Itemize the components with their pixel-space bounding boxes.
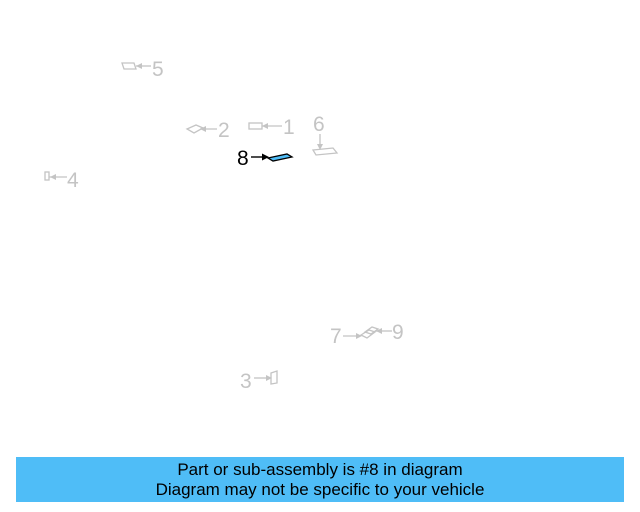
callout-2: 2 [218,119,230,142]
part-4-shape [44,171,50,181]
part-5-arrowhead [136,63,142,69]
banner-line-part: Part or sub-assembly is #8 in diagram [177,459,463,479]
part-3-arrowhead [266,375,272,381]
part-3-group[interactable]: 3 [240,370,278,393]
part-7-group[interactable]: 7 [330,325,362,348]
part-6-arrowhead [317,144,323,150]
part-4-group[interactable]: 4 [44,169,79,192]
part-9-arrowhead [376,328,382,334]
part-2-arrowhead [200,126,206,132]
part-1-arrowhead [262,123,268,129]
part-5-shape [121,62,137,70]
part-7-9-shape [359,326,380,339]
callout-3: 3 [240,370,252,393]
part-7-arrowhead [356,333,362,339]
banner-line-disclaimer: Diagram may not be specific to your vehi… [155,479,485,499]
part-4-arrowhead [50,174,56,180]
callout-9: 9 [392,321,404,344]
part-1-group[interactable]: 1 [248,116,295,139]
callout-6: 6 [313,113,325,136]
callout-7: 7 [330,325,342,348]
callout-5: 5 [152,58,164,81]
part-1-shape [248,122,263,130]
callout-8: 8 [237,147,249,170]
part-8-shape [266,153,294,162]
part-8-arrowhead [262,153,269,161]
part-3-shape [270,370,278,385]
info-banner: Part or sub-assembly is #8 in diagram Di… [16,457,624,502]
callout-1: 1 [283,116,295,139]
callout-4: 4 [67,169,79,192]
part-5-group[interactable]: 5 [121,58,164,81]
part-2-group[interactable]: 2 [185,119,230,142]
part-6-group[interactable]: 6 [311,113,339,156]
part-9-group[interactable]: 9 [376,321,404,344]
part-8-group[interactable]: 8 [237,147,294,170]
part-6-shape [311,147,339,156]
